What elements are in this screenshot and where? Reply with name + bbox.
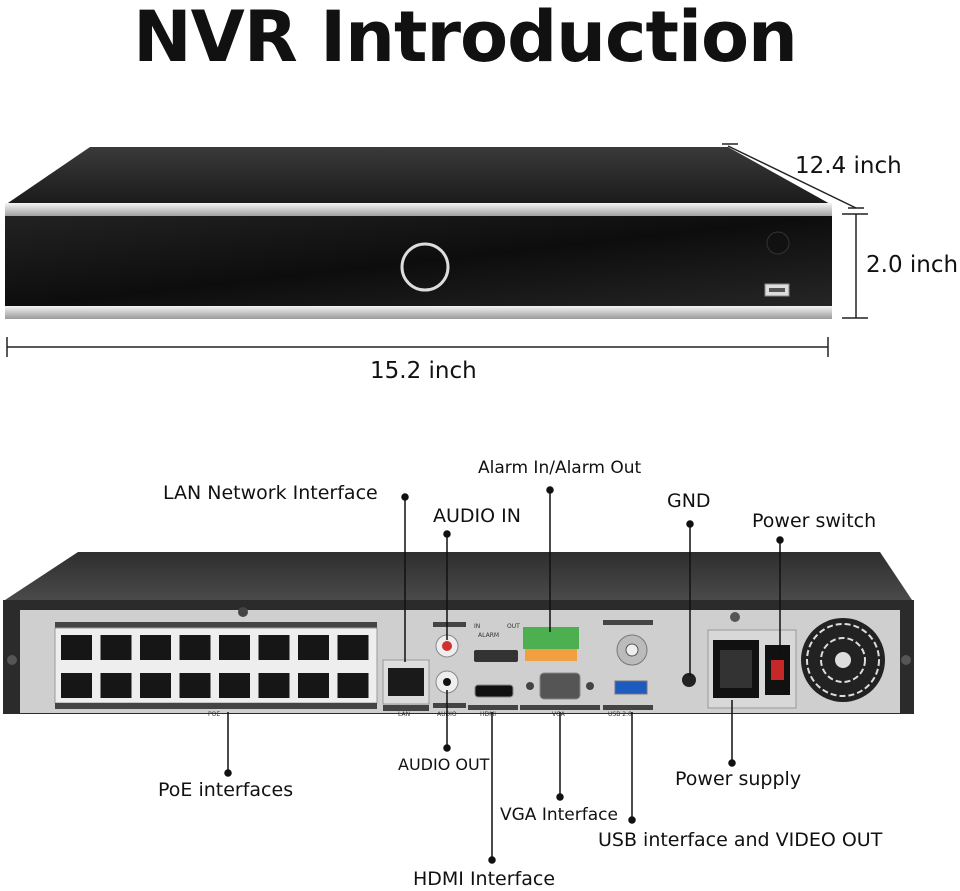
callout-usb: USB interface and VIDEO OUT bbox=[598, 829, 883, 851]
dimension-lines bbox=[6, 143, 868, 357]
poe-port-icon bbox=[298, 673, 329, 698]
gnd-screw-icon bbox=[682, 673, 696, 687]
poe-port-icon bbox=[219, 673, 250, 698]
poe-ports-group bbox=[61, 635, 369, 698]
poe-port-icon bbox=[258, 635, 290, 660]
callout-power-supply: Power supply bbox=[675, 768, 802, 790]
front-top-surface bbox=[5, 147, 832, 205]
hdmi-marking: HDMI bbox=[480, 711, 496, 718]
alarm-marking: ALARM bbox=[478, 632, 499, 639]
usb-marking: USB 2.0 bbox=[608, 711, 632, 718]
poe-port-icon bbox=[61, 673, 92, 698]
callout-alarm: Alarm In/Alarm Out bbox=[478, 458, 642, 478]
alarm-in-marking: IN bbox=[474, 623, 480, 630]
callout-audio-out: AUDIO OUT bbox=[398, 755, 490, 774]
callout-poe: PoE interfaces bbox=[158, 779, 294, 801]
callout-lan: LAN Network Interface bbox=[163, 482, 378, 504]
callout-gnd: GND bbox=[667, 490, 711, 512]
front-panel bbox=[5, 216, 832, 308]
lan-marking: LAN bbox=[398, 711, 410, 718]
poe-port-icon bbox=[100, 635, 132, 660]
poe-port-icon bbox=[179, 635, 211, 660]
poe-port-icon bbox=[100, 673, 132, 698]
callout-audio-in: AUDIO IN bbox=[433, 505, 521, 527]
poe-port-icon bbox=[337, 673, 369, 698]
poe-port-icon bbox=[179, 673, 211, 698]
width-dimension: 15.2 inch bbox=[370, 358, 477, 384]
poe-marking: POE bbox=[208, 711, 220, 718]
poe-port-icon bbox=[140, 673, 171, 698]
poe-port-icon bbox=[298, 635, 329, 660]
hdmi-port-icon bbox=[474, 684, 514, 698]
callout-lines bbox=[224, 486, 784, 864]
vga-port-icon bbox=[539, 672, 581, 700]
callout-power-switch: Power switch bbox=[752, 510, 877, 532]
alarm-terminal-icon bbox=[523, 627, 579, 649]
poe-port-icon bbox=[61, 635, 92, 660]
alarm-out-marking: OUT bbox=[507, 623, 520, 630]
callout-vga: VGA Interface bbox=[500, 805, 618, 825]
lan-port-icon bbox=[388, 668, 424, 696]
depth-dimension: 12.4 inch bbox=[795, 153, 902, 179]
front-silver-trim bbox=[5, 203, 832, 217]
poe-port-icon bbox=[258, 673, 290, 698]
usb-port-icon bbox=[614, 680, 648, 695]
poe-port-icon bbox=[140, 635, 171, 660]
poe-port-icon bbox=[219, 635, 250, 660]
rear-top-surface bbox=[5, 552, 912, 600]
page-title: NVR Introduction bbox=[133, 0, 798, 78]
vga-marking: VGA bbox=[552, 711, 566, 718]
poe-port-icon bbox=[337, 635, 369, 660]
height-dimension: 2.0 inch bbox=[866, 252, 959, 278]
power-button-icon bbox=[400, 242, 450, 292]
callout-hdmi: HDMI Interface bbox=[413, 868, 556, 890]
